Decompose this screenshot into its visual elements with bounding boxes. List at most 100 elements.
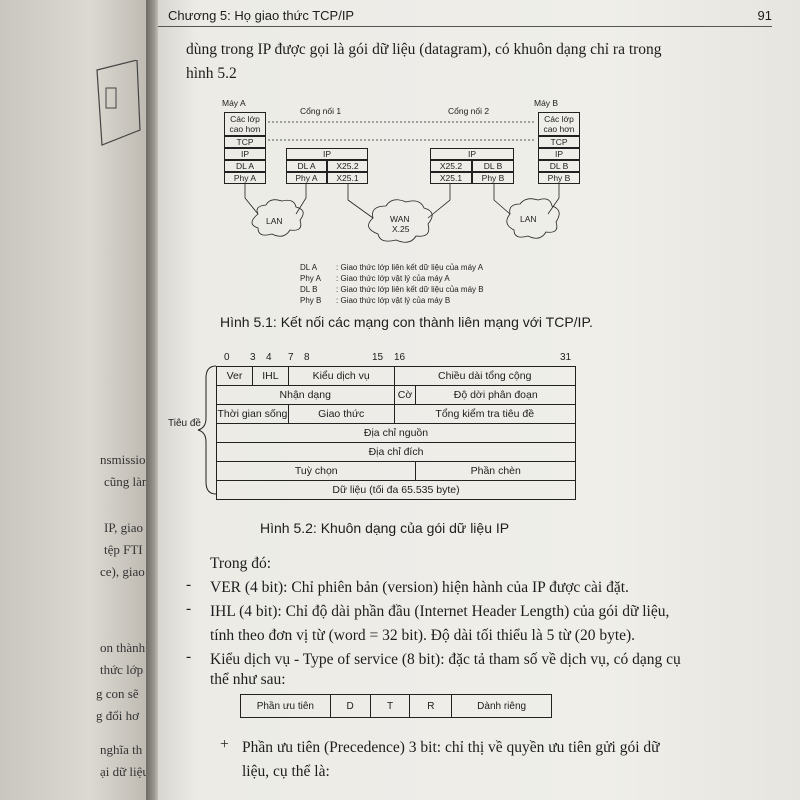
legend-desc: : Giao thức lớp liên kết dữ liệu của máy… [336,263,484,272]
bullet-dash: - [186,648,192,665]
left-fragment: ại dữ liệu [100,764,149,779]
field-identification: Nhận dạng [216,385,395,405]
left-fragment: nsmissio [100,452,146,467]
field-data: Dữ liệu (tối đa 65.535 byte) [216,480,576,500]
stack-b-dl: DL B [538,160,580,172]
legend-desc: : Giao thức lớp vật lý của máy A [336,274,450,283]
sub-bullet-plus: + [220,736,229,753]
wan-label: WAN [390,214,410,224]
stack-a-dl: DL A [224,160,266,172]
left-fragment: thức lớp [100,662,144,677]
bit-label: 7 [288,352,294,363]
field-tos: Kiểu dịch vụ [287,366,395,386]
figure-5-1-connectors [244,121,560,243]
gw1-phy: Phy A [286,172,327,184]
service-reserved: Dành riêng [451,694,552,718]
bullet-ihl-line-1: IHL (4 bit): Chỉ độ dài phần đầu (Intern… [210,603,670,620]
service-d: D [329,694,371,718]
sub-bullet-line-1: Phần ưu tiên (Precedence) 3 bit: chỉ thị… [242,739,660,756]
field-ttl: Thời gian sống [216,404,289,424]
gw1-ip: IP [286,148,368,160]
gw1-x251: X25.1 [327,172,368,184]
machine-a-label: Máy A [222,98,246,108]
field-protocol: Giao thức [287,404,395,424]
trong-do-label: Trong đó: [210,555,272,572]
stack-a-upper: Các lớp cao hơn [224,112,266,136]
page-number: 91 [757,8,772,23]
stack-b-tcp: TCP [538,136,580,148]
bullet-dash: - [186,576,192,593]
figure-5-1-caption: Hình 5.1: Kết nối các mạng con thành liê… [220,314,593,330]
stack-b-ip: IP [538,148,580,160]
book-page: Chương 5: Họ giao thức TCP/IP 91 dùng tr… [158,0,800,800]
stack-a-phy: Phy A [224,172,266,184]
bit-label: 31 [560,352,572,363]
bullet-tos-line-2: thể như sau: [210,671,286,688]
stack-a-ip: IP [224,148,266,160]
field-padding: Phần chèn [415,461,576,481]
bit-label: 16 [394,352,406,363]
left-page-figure [96,60,141,146]
chapter-title: Chương 5: Họ giao thức TCP/IP [168,8,355,23]
gateway-1-label: Cổng nối 1 [300,106,342,116]
intro-line-1: dùng trong IP được gọi là gói dữ liệu (d… [186,41,662,58]
legend-key: Phy A [300,274,321,283]
field-options: Tuỳ chọn [215,461,417,481]
stack-a-tcp: TCP [224,136,266,148]
figure-5-1-legend: DL A : Giao thức lớp liên kết dữ liệu của… [300,262,484,306]
left-fragment: g đổi hơ [96,708,139,723]
left-fragment: tệp FTI [104,542,143,557]
gw2-ip: IP [430,148,514,160]
stack-b-phy: Phy B [538,172,580,184]
bullet-dash: - [186,600,192,617]
wan-x25-label: X.25 [392,224,410,234]
gw2-x252: X25.2 [430,160,472,172]
legend-key: Phy B [300,296,322,305]
intro-line-2: hình 5.2 [186,65,237,82]
service-type-table: Phần ưu tiên D T R Dành riêng [240,694,552,718]
left-fragment: g con sẽ [96,686,139,701]
lan-1-label: LAN [266,216,283,226]
bit-label: 4 [266,352,272,363]
bullet-tos-line-1: Kiểu dịch vụ - Type of service (8 bit): … [210,651,681,668]
header-side-label: Tiêu đề [168,418,201,429]
bit-label: 3 [250,352,256,363]
service-r: R [409,694,453,718]
gw2-phy: Phy B [472,172,514,184]
field-total-length: Chiều dài tổng cộng [393,366,576,386]
gw2-x251: X25.1 [430,172,472,184]
field-source-address: Địa chỉ nguồn [216,423,576,443]
left-fragment: IP, giao [104,520,143,535]
field-fragment-offset: Độ dời phân đoạn [415,385,576,405]
header-brace [197,365,217,495]
legend-key: DL A [300,263,318,272]
field-checksum: Tổng kiểm tra tiêu đề [393,404,576,424]
book-spine [146,0,160,800]
sub-bullet-line-2: liệu, cụ thể là: [242,763,330,780]
service-t: T [369,694,411,718]
legend-desc: : Giao thức lớp liên kết dữ liệu của máy… [336,285,484,294]
machine-b-label: Máy B [534,98,559,108]
bullet-ihl-line-2: tính theo đơn vị từ (word = 32 bit). Độ … [210,627,636,644]
lan-2-label: LAN [520,214,537,224]
left-fragment: cũng làm [104,474,150,489]
field-flags: Cờ [393,385,417,405]
left-fragment: ce), giao [100,564,145,579]
field-destination-address: Địa chỉ đích [216,442,576,462]
header-divider [158,26,772,27]
field-ihl: IHL [251,366,289,386]
legend-desc: : Giao thức lớp vật lý của máy B [336,296,451,305]
stack-b-upper: Các lớp cao hơn [538,112,580,136]
gw2-dl: DL B [472,160,514,172]
field-ver: Ver [216,366,253,386]
ip-header-table: Ver IHL Kiểu dịch vụ Chiều dài tổng cộng… [215,366,576,500]
left-facing-page: nsmissio cũng làm IP, giao tệp FTI ce), … [0,0,150,800]
gw1-dl: DL A [286,160,327,172]
left-fragment: on thành [100,640,146,655]
legend-key: DL B [300,285,318,294]
bit-label: 15 [372,352,384,363]
bullet-ver: VER (4 bit): Chỉ phiên bản (version) hiệ… [210,579,629,596]
figure-5-2-caption: Hình 5.2: Khuôn dạng của gói dữ liệu IP [260,520,510,536]
service-precedence: Phần ưu tiên [240,694,331,718]
gateway-2-label: Cổng nối 2 [448,106,490,116]
